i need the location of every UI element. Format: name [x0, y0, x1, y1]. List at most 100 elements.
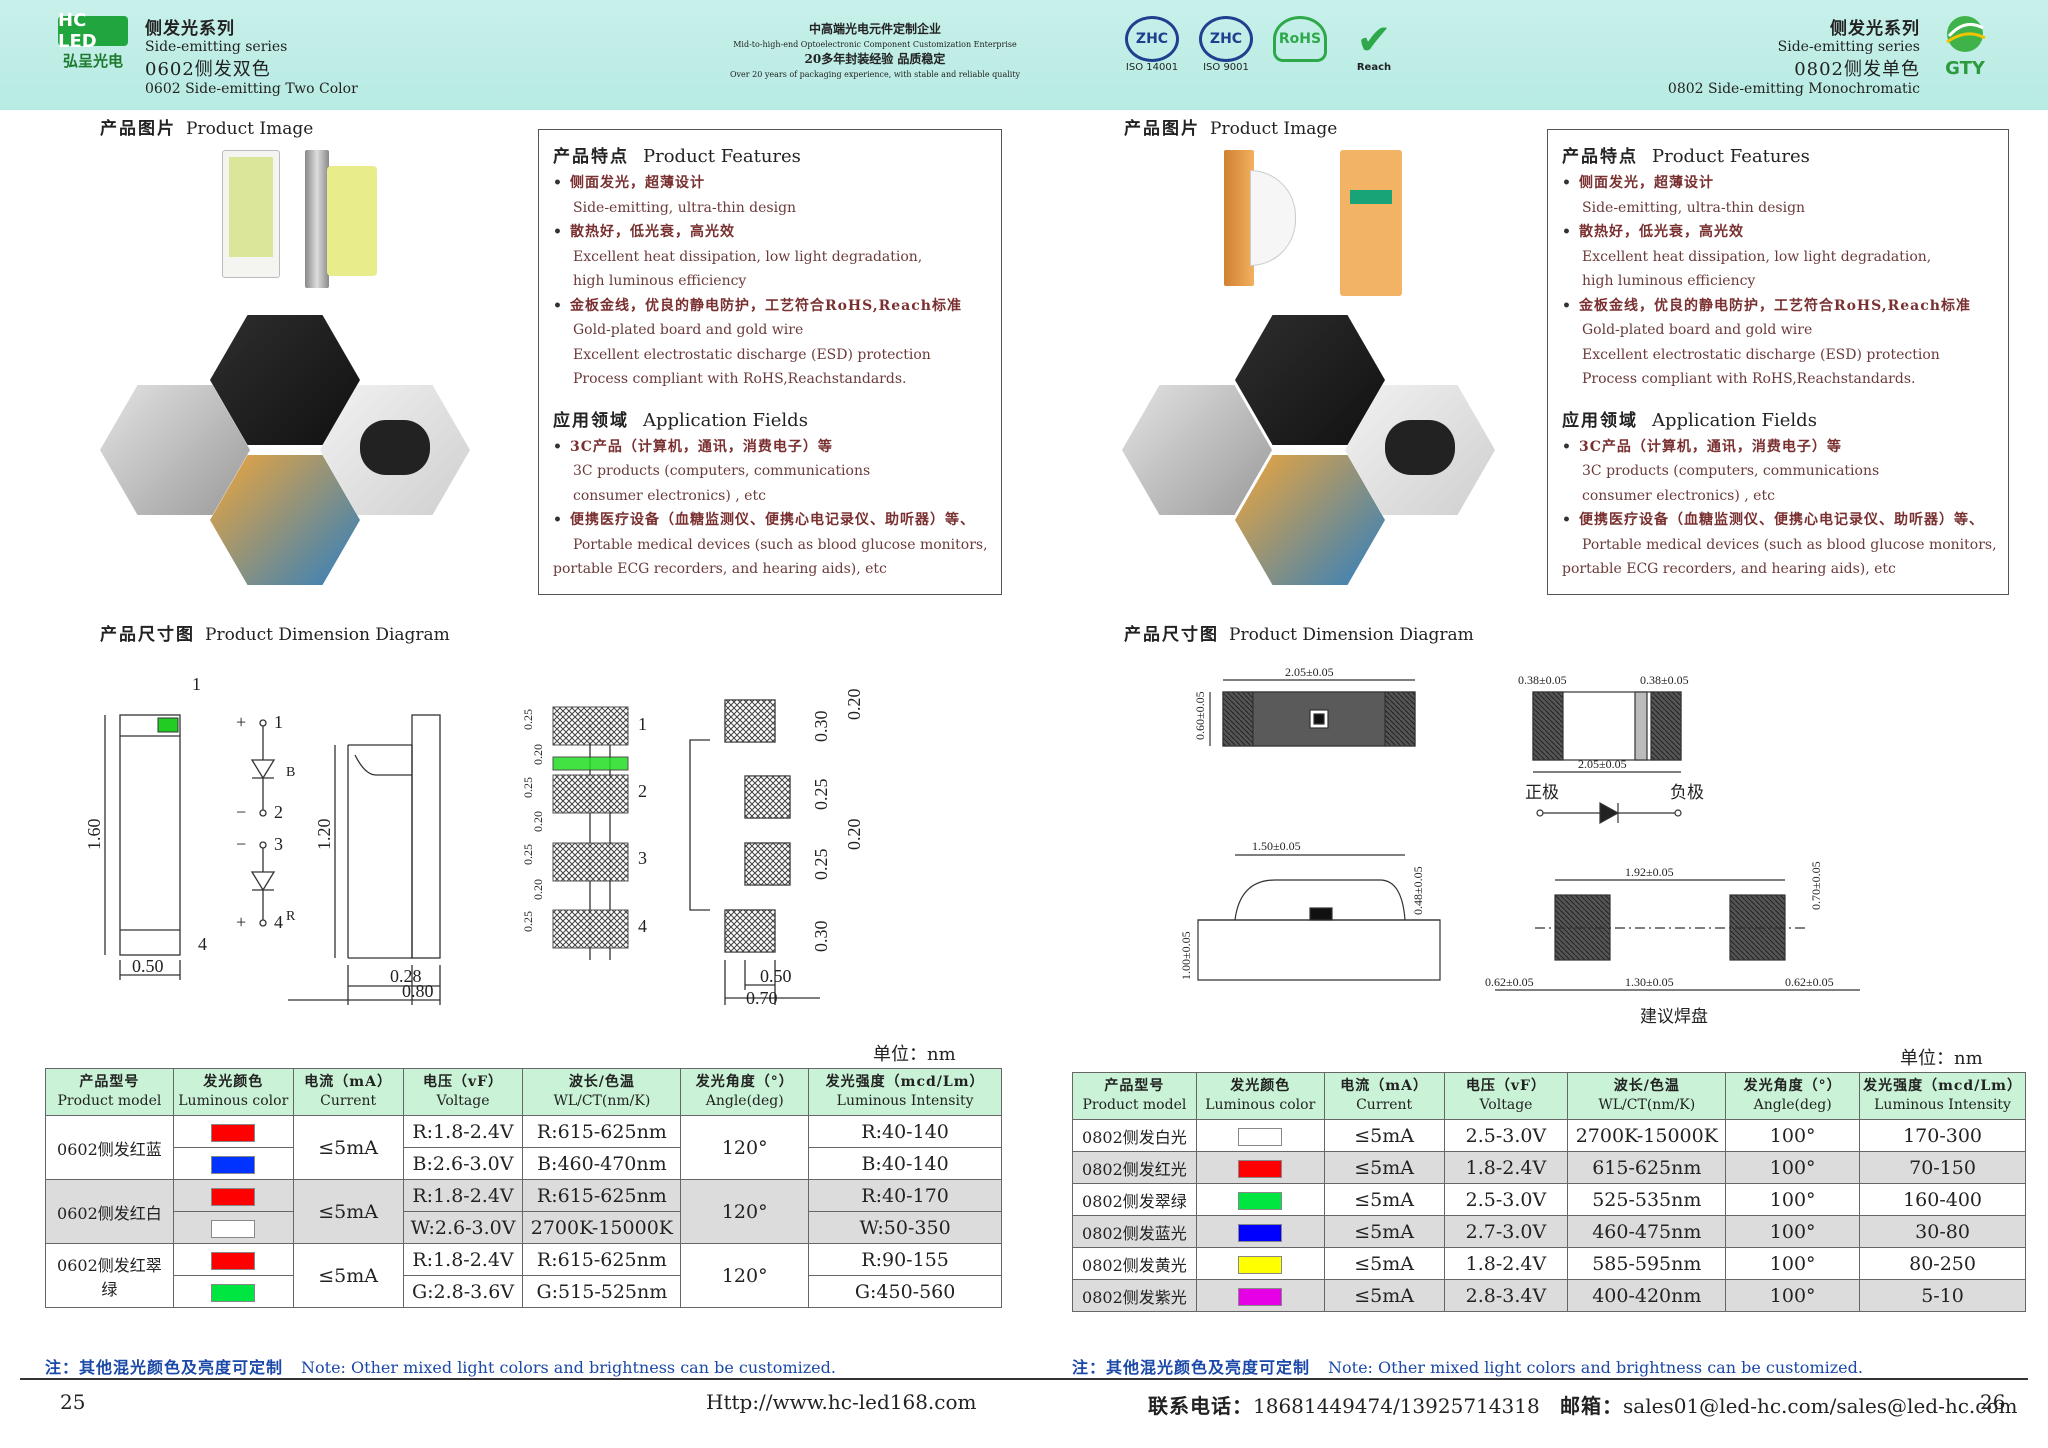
right-cell-color: [1195, 1151, 1325, 1184]
right-product-image-title-cn: 产品图片: [1124, 119, 1200, 139]
right-th-model-en: Product model: [1082, 1097, 1187, 1113]
dim-side-b: 0.38±0.05: [1640, 673, 1689, 687]
right-cell-lum: 170-300: [1859, 1119, 2026, 1152]
right-dimension-title-en: Product Dimension Diagram: [1229, 625, 1474, 645]
right-th-lum-cn: 发光强度（mcd/Lm）: [1863, 1078, 2022, 1094]
left-cell-lum: G:450-560: [808, 1275, 1002, 1308]
dim-front-width: 1.50±0.05: [1252, 839, 1301, 853]
iso14001-label: ISO 14001: [1125, 62, 1179, 73]
left-th-lum-en: Luminous Intensity: [836, 1093, 974, 1109]
right-led-photo-side: [1220, 150, 1300, 290]
left-unit-label: 单位：nm: [873, 1044, 956, 1065]
right-feature-1-en: Side-emitting, ultra-thin design: [1582, 199, 1806, 216]
gty-logo-text: GTY: [1945, 58, 1985, 79]
left-cell-color: [172, 1275, 294, 1308]
right-dimension-title: 产品尺寸图 Product Dimension Diagram: [1124, 620, 1474, 645]
dim-d020a: 0.20: [531, 744, 545, 765]
left-cell-voltage: B:2.6-3.0V: [402, 1147, 524, 1180]
right-th-current-cn: 电流（mA）: [1340, 1078, 1428, 1094]
right-th-color-en: Luminous color: [1205, 1097, 1316, 1113]
right-th-wl-en: WL/CT(nm/K): [1598, 1097, 1696, 1113]
right-cell-lum: 5-10: [1859, 1279, 2026, 1312]
dim-label-b: B: [286, 765, 295, 780]
left-th-angle-en: Angle(deg): [705, 1093, 784, 1109]
rohs-logo: RoHS: [1272, 16, 1328, 76]
dim-d020b: 0.20: [531, 811, 545, 832]
left-th-current: 电流（mA）Current: [292, 1068, 404, 1116]
right-th-wl: 波长/色温 WL/CT(nm/K): [1567, 1072, 1727, 1120]
left-th-wl-cn: 波长/色温: [568, 1074, 635, 1090]
right-app-1-cn: 3C产品（计算机，通讯，消费电子）等: [1562, 435, 1994, 460]
left-cell-voltage: R:1.8-2.4V: [402, 1179, 524, 1212]
iso14001-mark: ZHC: [1125, 16, 1179, 62]
right-th-color-cn: 发光颜色: [1230, 1078, 1291, 1094]
dim-r025b: 0.25: [811, 849, 831, 881]
right-cell-angle: 100°: [1725, 1247, 1861, 1280]
right-cell-angle: 100°: [1725, 1279, 1861, 1312]
color-swatch: [1238, 1127, 1283, 1146]
color-swatch: [211, 1251, 256, 1270]
right-cell-current: ≤5mA: [1323, 1247, 1445, 1280]
right-feature-2-en-1: Excellent heat dissipation, low light de…: [1582, 248, 1932, 265]
dim-top-width: 2.05±0.05: [1285, 665, 1334, 679]
right-app-2-en-1: Portable medical devices (such as blood …: [1582, 536, 1997, 553]
dim-plus1: +: [236, 712, 246, 732]
left-page-number: 25: [60, 1390, 86, 1414]
hc-logo-text: HC LED: [58, 10, 128, 52]
footer-phone: 18681449474/13925714318: [1253, 1394, 1540, 1418]
left-app-title-en: Application Fields: [643, 409, 808, 431]
right-feature-3-en-3: Process compliant with RoHS,Reachstandar…: [1582, 371, 1916, 387]
left-th-color-cn: 发光颜色: [203, 1074, 264, 1090]
dim-n4: 4: [274, 912, 283, 932]
right-cell-color: [1195, 1279, 1325, 1312]
dim-front-h2: 1.00±0.05: [1179, 931, 1193, 980]
left-feature-2-en-1: Excellent heat dissipation, low light de…: [573, 248, 923, 265]
right-cell-angle: 100°: [1725, 1183, 1861, 1216]
right-cell-model: 0802侧发蓝光: [1072, 1215, 1197, 1248]
footer-email-link[interactable]: sales01@led-hc.com/sales@led-hc.com: [1623, 1394, 2018, 1418]
gty-logo: GTY: [1930, 14, 2000, 79]
center-line4: Over 20 years of packaging experience, w…: [729, 70, 1021, 79]
left-dimension-title-en: Product Dimension Diagram: [205, 625, 450, 645]
right-th-angle-en: Angle(deg): [1753, 1097, 1832, 1113]
left-cell-angle: 120°: [680, 1179, 810, 1244]
dim-d025d: 0.25: [521, 911, 535, 932]
left-cell-lum: B:40-140: [808, 1147, 1002, 1180]
right-note-en: Note: Other mixed light colors and brigh…: [1328, 1358, 1863, 1377]
footer-contact: 联系电话：18681449474/13925714318 邮箱：sales01@…: [1148, 1390, 2017, 1419]
dim-pad-width: 1.92±0.05: [1625, 865, 1674, 879]
left-note-en: Note: Other mixed light colors and brigh…: [301, 1358, 836, 1377]
iso9001-mark: ZHC: [1199, 16, 1253, 62]
dim-front-h1: 0.48±0.05: [1411, 866, 1425, 915]
dim-minus2: −: [236, 802, 246, 822]
right-page-number: 26: [1980, 1390, 2006, 1414]
dim-width-050: 0.50: [132, 956, 164, 976]
right-th-voltage-en: Voltage: [1479, 1097, 1533, 1113]
footer-url-link[interactable]: Http://www.hc-led168.com: [706, 1390, 977, 1414]
dim-height-160: 1.60: [84, 819, 104, 851]
right-cell-voltage: 2.5-3.0V: [1443, 1119, 1569, 1152]
dim-n2: 2: [274, 802, 283, 822]
dim-cathode: 负极: [1670, 783, 1704, 802]
left-feature-1-cn: 侧面发光，超薄设计: [553, 171, 987, 196]
right-app-title-en: Application Fields: [1652, 409, 1817, 431]
right-cell-model: 0802侧发红光: [1072, 1151, 1197, 1184]
right-feature-1-cn: 侧面发光，超薄设计: [1562, 171, 1994, 196]
right-dimension-title-cn: 产品尺寸图: [1124, 625, 1219, 645]
right-app-2-en-2: portable ECG recorders, and hearing aids…: [1562, 561, 1896, 577]
right-dimension-diagram: 2.05±0.05 0.60±0.05 0.38±0.05 0.38±0.05 …: [1179, 665, 1860, 1026]
right-app-2-cn: 便携医疗设备（血糖监测仪、便携心电记录仪、助听器）等、: [1562, 508, 1994, 533]
right-features-title-en: Product Features: [1652, 146, 1810, 167]
left-feature-3-cn: 金板金线，优良的静电防护，工艺符合RoHS,Reach标准: [553, 294, 987, 319]
right-cell-lum: 30-80: [1859, 1215, 2026, 1248]
right-th-wl-cn: 波长/色温: [1613, 1078, 1680, 1094]
right-cell-current: ≤5mA: [1323, 1119, 1445, 1152]
right-feature-3-en-1: Gold-plated board and gold wire: [1582, 322, 1813, 338]
left-product-image-title-en: Product Image: [186, 119, 314, 139]
left-cell-color: [172, 1179, 294, 1212]
